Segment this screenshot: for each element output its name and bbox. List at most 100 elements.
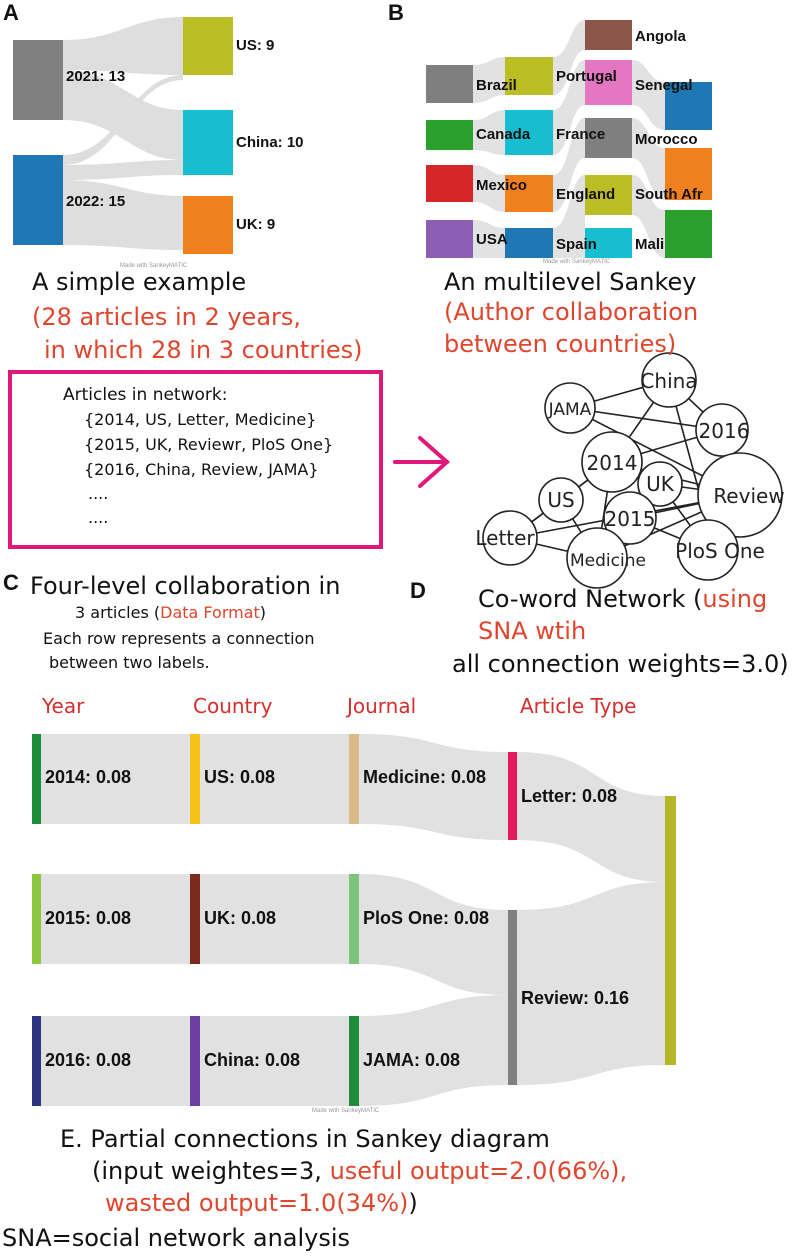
caption-b-title: An multilevel Sankey	[444, 268, 697, 296]
net-node-us	[538, 477, 584, 523]
node-2021	[13, 40, 63, 120]
caption-c-line3: Each row represents a connection	[43, 629, 315, 648]
node-china-e	[190, 1016, 200, 1106]
node-2014	[32, 734, 41, 824]
label-e-2014: 2014: 0.08	[45, 767, 132, 787]
label-senegal: Senegal	[635, 77, 693, 94]
header-journal: Journal	[347, 694, 417, 718]
label-mali: Mali	[635, 236, 665, 253]
net-node-2014	[581, 431, 643, 493]
data-box-title: Articles in network:	[63, 385, 228, 405]
caption-d-using: using	[702, 585, 768, 613]
node-uk-e	[190, 874, 200, 964]
net-node-china	[641, 352, 697, 408]
node-letter-e	[508, 752, 517, 840]
net-label-letter: Letter	[475, 526, 535, 550]
panel-label-d: D	[410, 578, 426, 603]
net-label-2014: 2014	[587, 451, 638, 475]
label-e-uk: UK: 0.08	[204, 908, 277, 928]
sankey-e-flows	[41, 734, 665, 1106]
node-us-e	[190, 734, 200, 824]
net-label-jama: JAMA	[548, 400, 592, 420]
net-label-2016: 2016	[699, 419, 750, 443]
net-node-review	[697, 452, 783, 538]
node-angola	[585, 20, 632, 50]
made-with-e: Made with SankeyMATIC	[312, 1108, 380, 1114]
caption-b-line3: between countries)	[444, 330, 677, 358]
caption-a-title: A simple example	[32, 268, 247, 296]
panel-label-b: B	[388, 0, 404, 25]
net-label-uk: UK	[646, 472, 675, 496]
node-portugal	[505, 57, 553, 95]
data-row-3: {2016, China, Review, JAMA}	[84, 460, 319, 479]
node-us	[183, 17, 233, 75]
caption-c-line2: 3 articles (Data Format)	[75, 603, 266, 622]
label-2021: 2021: 13	[66, 68, 126, 85]
caption-a-line3: in which 28 in 3 countries)	[44, 336, 363, 364]
net-node-medicine	[566, 527, 628, 589]
node-review-e	[508, 910, 517, 1085]
node-2016	[32, 1016, 41, 1106]
node-china	[183, 110, 233, 175]
caption-c-paren: )	[259, 603, 267, 622]
label-brazil: Brazil	[476, 77, 517, 94]
node-b-col4-3	[665, 210, 712, 258]
label-mexico: Mexico	[476, 177, 527, 194]
label-morocco: Morocco	[635, 131, 698, 148]
caption-a-line2: (28 articles in 2 years,	[32, 303, 302, 331]
header-country: Country	[193, 694, 273, 718]
caption-e-useful: useful output=2.0(66%),	[329, 1157, 628, 1185]
label-e-plos: PloS One: 0.08	[363, 908, 490, 928]
data-row-1: {2014, US, Letter, Medicine}	[84, 410, 317, 429]
caption-c-line2-text: 3 articles (	[75, 603, 161, 622]
node-jama-e	[349, 1016, 359, 1106]
node-b-col4-1	[665, 82, 712, 130]
sankey-e-nodes	[32, 734, 676, 1106]
net-node-letter	[482, 510, 538, 566]
network-nodes	[482, 352, 783, 589]
caption-d-line2: SNA wtih	[478, 617, 587, 645]
node-south-africa	[585, 175, 632, 215]
net-node-uk	[637, 461, 683, 507]
node-b-col4-2	[665, 148, 712, 200]
net-label-us: US	[547, 488, 574, 512]
label-e-review: Review: 0.16	[521, 988, 630, 1008]
caption-e-line3: wasted output=1.0(34%))	[105, 1189, 418, 1217]
label-portugal: Portugal	[556, 68, 617, 85]
data-box-frame	[8, 370, 383, 549]
label-e-medicine: Medicine: 0.08	[363, 767, 487, 787]
arrow-icon	[393, 436, 451, 488]
caption-d-line1: Co-word Network (using	[478, 585, 767, 613]
panel-label-c: C	[3, 570, 19, 595]
caption-e-paren: )	[408, 1189, 418, 1217]
data-row-5: ....	[88, 508, 109, 527]
node-senegal	[585, 60, 632, 105]
label-e-china: China: 0.08	[204, 1050, 301, 1070]
sankey-b-flows	[473, 20, 665, 258]
node-uk	[183, 196, 233, 254]
network-labels: China JAMA 2016 2014 UK US Review 2015 L…	[475, 369, 784, 571]
net-node-jama	[544, 382, 596, 434]
caption-c-line4: between two labels.	[49, 653, 210, 672]
made-with-b: Made with SankeyMATIC	[543, 259, 611, 265]
caption-b-line2: (Author collaboration	[444, 298, 699, 326]
net-label-china: China	[640, 369, 697, 393]
label-angola: Angola	[635, 28, 686, 45]
node-final-e	[665, 796, 676, 1065]
sankey-b-nodes	[426, 20, 712, 258]
node-england	[505, 175, 553, 212]
label-e-jama: JAMA: 0.08	[363, 1050, 461, 1070]
label-england: England	[556, 186, 616, 203]
caption-d-line3: all connection weights=3.0)	[452, 650, 789, 678]
node-2022	[13, 155, 63, 245]
node-plos-e	[349, 874, 359, 964]
sankey-a-flows	[63, 17, 183, 250]
node-2015	[32, 874, 41, 964]
net-node-2015	[603, 491, 657, 545]
caption-c-data-format: Data Format	[160, 603, 260, 622]
net-label-2015: 2015	[605, 507, 656, 531]
footnote-sna: SNA=social network analysis	[2, 1224, 351, 1252]
net-node-2016	[695, 403, 749, 457]
node-medicine-e	[349, 734, 359, 824]
node-canada	[426, 120, 473, 150]
